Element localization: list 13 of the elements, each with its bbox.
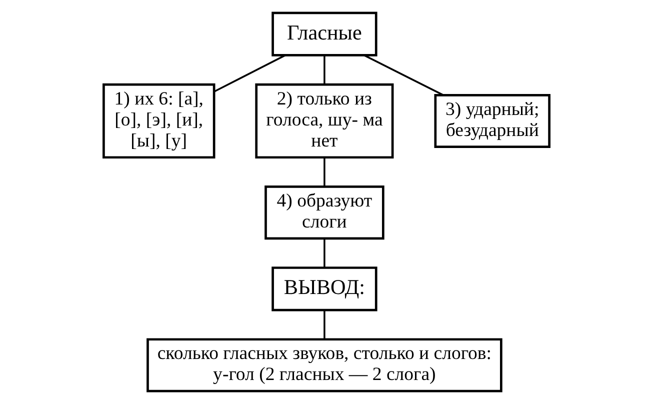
connector (364, 54, 444, 96)
node-box: 3) ударный; безударный (434, 94, 550, 148)
connector (324, 157, 326, 187)
connector (214, 54, 286, 92)
connector (324, 310, 326, 340)
node-box: сколько гласных звуков, столько и слогов: у-гол (2 гласных — 2 слога) (146, 338, 502, 392)
node-box: 4) образуют слоги (264, 186, 384, 240)
node-box: 1) их 6: [а], [о], [э], [и], [ы], [у] (102, 83, 216, 159)
connector (324, 238, 326, 268)
node-box: ВЫВОД: (272, 266, 378, 312)
connector (324, 55, 326, 84)
node-box: 2) только из голоса, шу- ма нет (255, 83, 394, 159)
node-box: Гласные (272, 12, 378, 56)
